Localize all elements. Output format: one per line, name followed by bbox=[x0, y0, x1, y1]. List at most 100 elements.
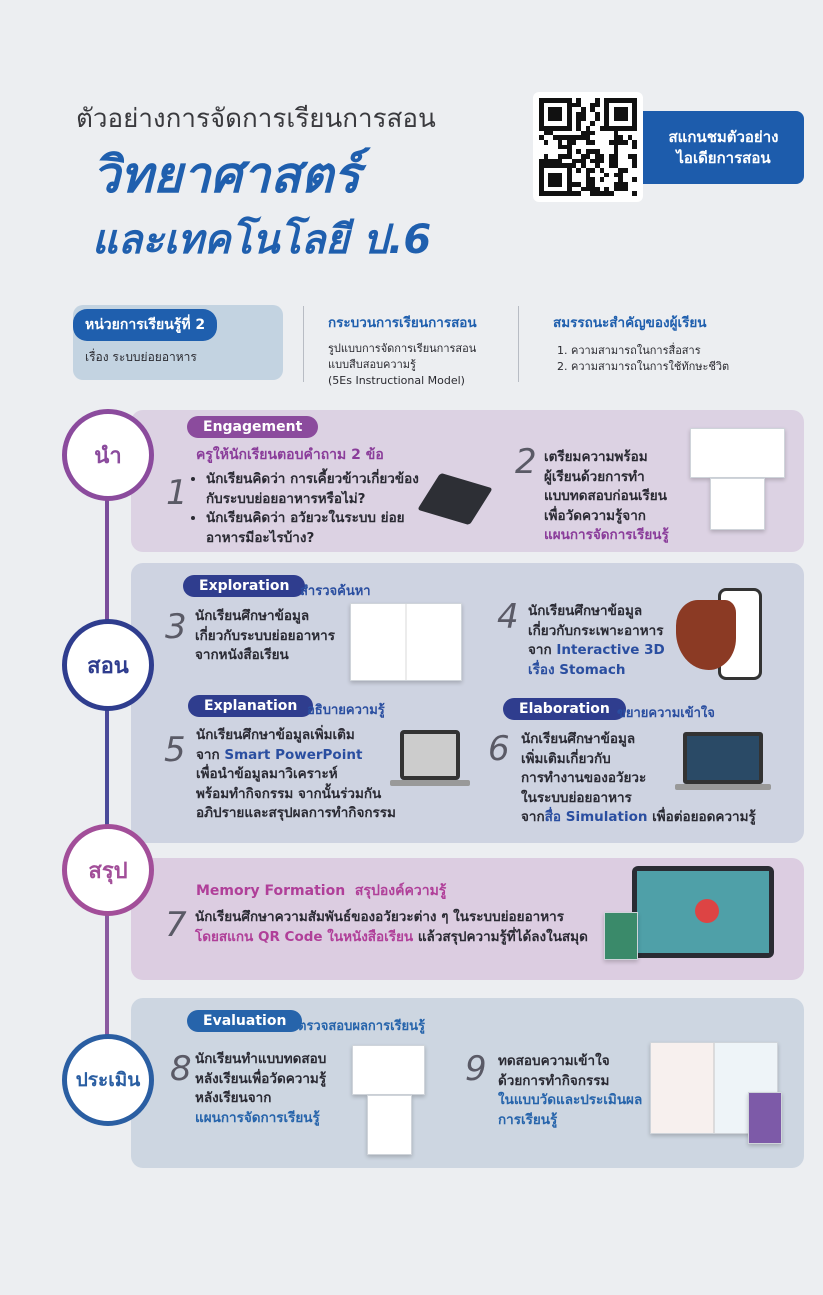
smart-powerpoint-link: Smart PowerPoint bbox=[224, 746, 363, 763]
qr-module bbox=[618, 186, 623, 192]
qr-module bbox=[627, 98, 633, 103]
qr-module bbox=[618, 125, 623, 131]
qr-module bbox=[548, 191, 553, 196]
qr-module bbox=[557, 158, 563, 164]
qr-module bbox=[580, 135, 586, 140]
qr-module bbox=[622, 181, 628, 187]
qr-module bbox=[632, 139, 637, 145]
qr-module bbox=[548, 163, 553, 168]
elaboration-pill: Elaboration bbox=[503, 698, 626, 720]
text-line: โดยสแกน QR Code ในหนังสือเรียน แล้วสรุปค… bbox=[195, 928, 588, 948]
qr-module bbox=[604, 172, 609, 178]
divider bbox=[518, 306, 519, 382]
text-line: ทดสอบความเข้าใจ bbox=[498, 1053, 610, 1069]
timeline-line bbox=[105, 700, 109, 840]
text: แล้วสรุปความรู้ที่ได้ลงในสมุด bbox=[413, 928, 588, 945]
text-line: ด้วยการทำกิจกรรม bbox=[498, 1072, 610, 1089]
evaluation-pill: Evaluation bbox=[187, 1010, 303, 1032]
step-9-text: ทดสอบความเข้าใจ ด้วยการทำกิจกรรม ในแบบวั… bbox=[498, 1052, 642, 1130]
memory-formation-label: Memory Formation bbox=[196, 883, 346, 899]
qr-module bbox=[632, 125, 637, 131]
text-line: นักเรียนศึกษาข้อมูล bbox=[195, 608, 310, 624]
qr-module bbox=[552, 158, 558, 164]
qr-module bbox=[557, 139, 563, 145]
video-player[interactable] bbox=[632, 866, 774, 958]
text-line: เตรียมความพร้อม bbox=[544, 449, 648, 465]
qr-module bbox=[548, 130, 553, 136]
video-frame bbox=[637, 871, 769, 953]
process-line: (5Es Instructional Model) bbox=[328, 373, 465, 387]
qr-module bbox=[552, 181, 558, 187]
text: เพื่อต่อยอดความรู้ bbox=[647, 809, 756, 826]
exploration-pill: Exploration bbox=[183, 575, 306, 597]
qr-module bbox=[580, 116, 586, 122]
qr-module bbox=[566, 107, 572, 112]
play-icon[interactable] bbox=[695, 899, 719, 923]
qr-module bbox=[585, 167, 591, 173]
text-line: อภิปรายและสรุปผลการทำกิจกรรม bbox=[196, 805, 396, 822]
assessment-link: การเรียนรู้ bbox=[498, 1111, 558, 1128]
qr-module bbox=[557, 107, 563, 112]
qr-module bbox=[599, 177, 605, 182]
qr-module bbox=[632, 163, 637, 168]
qr-module bbox=[562, 144, 567, 150]
explanation-pill: Explanation bbox=[188, 695, 314, 717]
qr-module bbox=[571, 191, 577, 196]
pretest-document-image bbox=[690, 428, 785, 478]
qr-module bbox=[557, 116, 563, 122]
qr-module bbox=[548, 98, 553, 103]
qr-module bbox=[552, 107, 558, 112]
qr-module bbox=[566, 144, 572, 150]
qr-module bbox=[622, 186, 628, 192]
process-title: กระบวนการเรียนการสอน bbox=[328, 315, 477, 331]
text-line: เพื่อวัดความรู้จาก bbox=[544, 507, 646, 524]
competency-title: สมรรถนะสำคัญของผู้เรียน bbox=[553, 315, 707, 331]
qr-module bbox=[543, 130, 549, 136]
qr-module bbox=[613, 139, 619, 145]
textbook-cover-image bbox=[604, 912, 638, 960]
qr-module bbox=[539, 121, 544, 126]
qr-module bbox=[576, 111, 581, 117]
title: วิทยาศาสตร์ bbox=[92, 146, 361, 204]
lesson-plan-link: แผนการจัดการเรียนรู้ bbox=[544, 527, 669, 544]
qr-module bbox=[566, 181, 572, 187]
qr-module bbox=[618, 172, 623, 178]
qr-code[interactable] bbox=[533, 92, 643, 202]
text-line: ผู้เรียนด้วยการทำ bbox=[544, 468, 645, 485]
qr-module bbox=[590, 158, 595, 164]
qr-module bbox=[604, 116, 609, 122]
qr-module bbox=[594, 191, 600, 196]
qr-module bbox=[576, 98, 581, 103]
qr-module bbox=[622, 98, 628, 103]
step-number: 1 bbox=[166, 473, 188, 513]
qr-module bbox=[566, 191, 572, 196]
qr-module bbox=[539, 181, 544, 187]
explanation-tag: อธิบายความรู้ bbox=[307, 703, 385, 718]
qr-module bbox=[566, 172, 572, 178]
qr-module bbox=[580, 163, 586, 168]
competency-item: 1. ความสามารถในการสื่อสาร bbox=[557, 344, 701, 357]
qr-module bbox=[576, 181, 581, 187]
text-line: จาก Interactive 3D bbox=[528, 641, 665, 661]
qr-module bbox=[566, 149, 572, 154]
qr-module bbox=[562, 125, 567, 131]
qr-module bbox=[580, 107, 586, 112]
text: จาก bbox=[528, 642, 557, 659]
qr-module bbox=[613, 163, 619, 168]
qr-module bbox=[590, 191, 595, 196]
laptop-image bbox=[400, 730, 460, 780]
competency-item: 2. ความสามารถในการใช้ทักษะชีวิต bbox=[557, 359, 730, 373]
text-line: นักเรียนศึกษาข้อมูล bbox=[528, 603, 643, 619]
qr-module bbox=[604, 98, 609, 103]
qr-module bbox=[552, 98, 558, 103]
qr-module bbox=[594, 102, 600, 108]
qr-module bbox=[613, 116, 619, 122]
qr-module bbox=[557, 135, 563, 140]
qr-module bbox=[594, 98, 600, 103]
qr-module bbox=[618, 111, 623, 117]
text-line: พร้อมทำกิจกรรม จากนั้นร่วมกัน bbox=[196, 785, 382, 802]
qr-module bbox=[539, 177, 544, 182]
qr-module bbox=[594, 116, 600, 122]
question-item: นักเรียนคิดว่า การเคี้ยวข้าวเกี่ยวข้อง ก… bbox=[206, 470, 430, 509]
qr-module bbox=[590, 181, 595, 187]
